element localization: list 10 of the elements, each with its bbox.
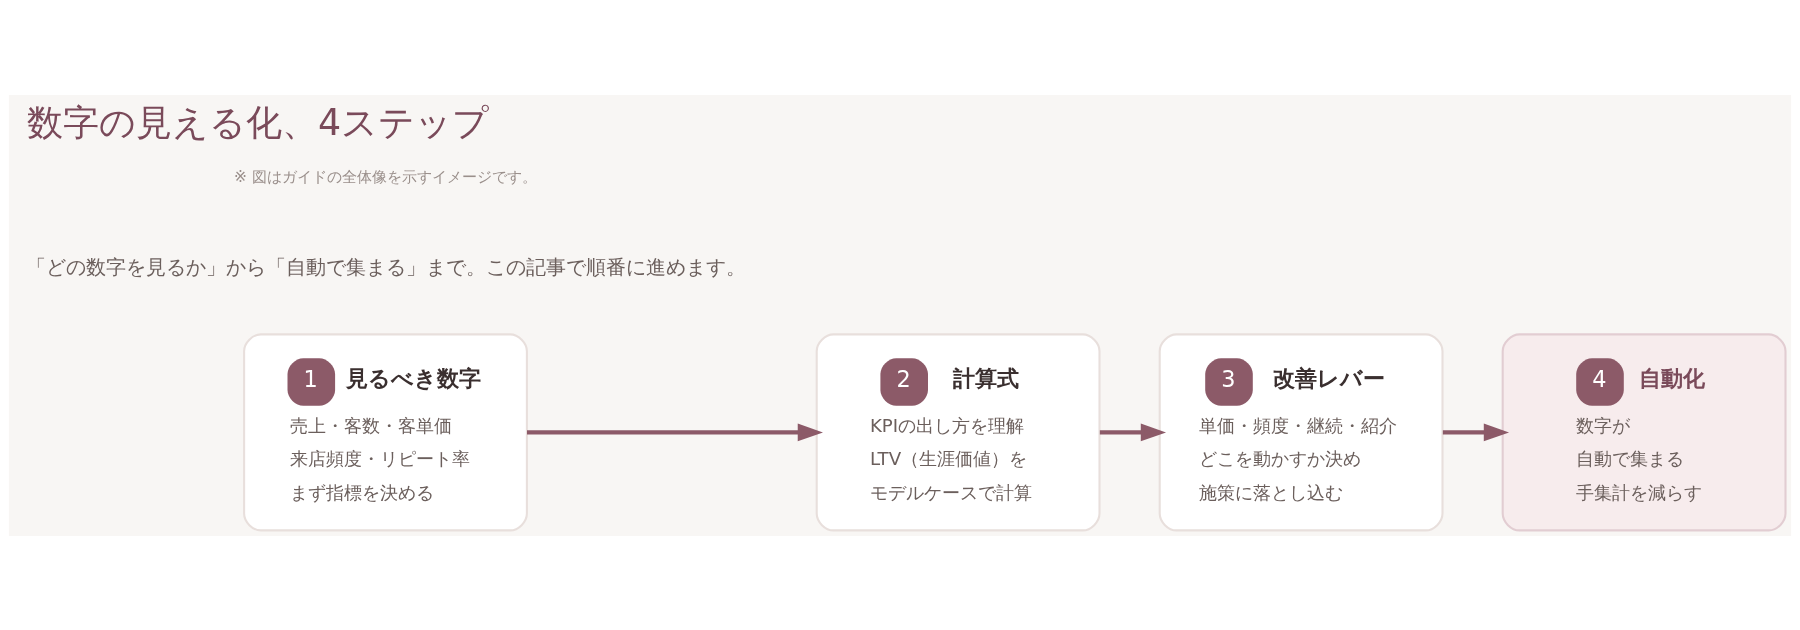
node-box: 1 見るべき数字 売上・客数・客単価 来店頻度・リピート率 まず指標を決める — [243, 332, 528, 531]
label: ※ 図はガイドの全体像を示すイメージです。 — [234, 167, 537, 186]
node-box: 2 計算式 KPIの出し方を理解 LTV（生涯価値）を モデルケースで計算 — [815, 332, 1101, 531]
arrow — [1442, 423, 1510, 441]
diagram-title: 数字の見える化、4ステップ — [27, 100, 490, 144]
node-box: 3 改善レバー 単価・頻度・継続・紹介 どこを動かすか決め 施策に落とし込む — [1158, 332, 1444, 531]
arrow — [527, 423, 823, 441]
label: 「どの数字を見るか」から「自動で集まる」まで。この記事で順番に進めます。 — [25, 255, 746, 279]
node-box: 4 自動化 数字が 自動で集まる 手集計を減らす — [1501, 332, 1787, 531]
arrow — [1099, 423, 1167, 441]
